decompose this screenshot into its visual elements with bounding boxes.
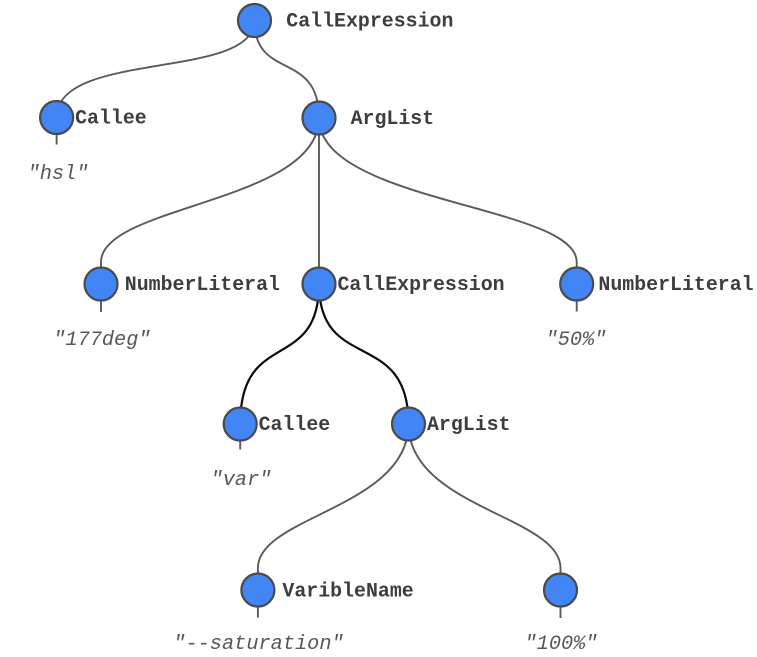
svg-text:CallExpression: CallExpression: [338, 273, 505, 296]
svg-text:"100%": "100%": [524, 633, 597, 656]
svg-text:ArgList: ArgList: [351, 107, 435, 130]
svg-text:NumberLiteral: NumberLiteral: [598, 273, 753, 296]
svg-text:"177deg": "177deg": [53, 329, 150, 352]
svg-text:"var": "var": [211, 469, 272, 492]
svg-text:ArgList: ArgList: [427, 413, 511, 436]
svg-text:VaribleName: VaribleName: [282, 579, 413, 602]
svg-text:Callee: Callee: [75, 107, 147, 130]
svg-text:"hsl": "hsl": [28, 163, 89, 186]
svg-text:CallExpression: CallExpression: [286, 10, 453, 33]
svg-text:Callee: Callee: [259, 413, 331, 436]
svg-text:NumberLiteral: NumberLiteral: [125, 273, 280, 296]
svg-text:"--saturation": "--saturation": [173, 633, 343, 656]
svg-text:"50%": "50%": [546, 329, 607, 352]
